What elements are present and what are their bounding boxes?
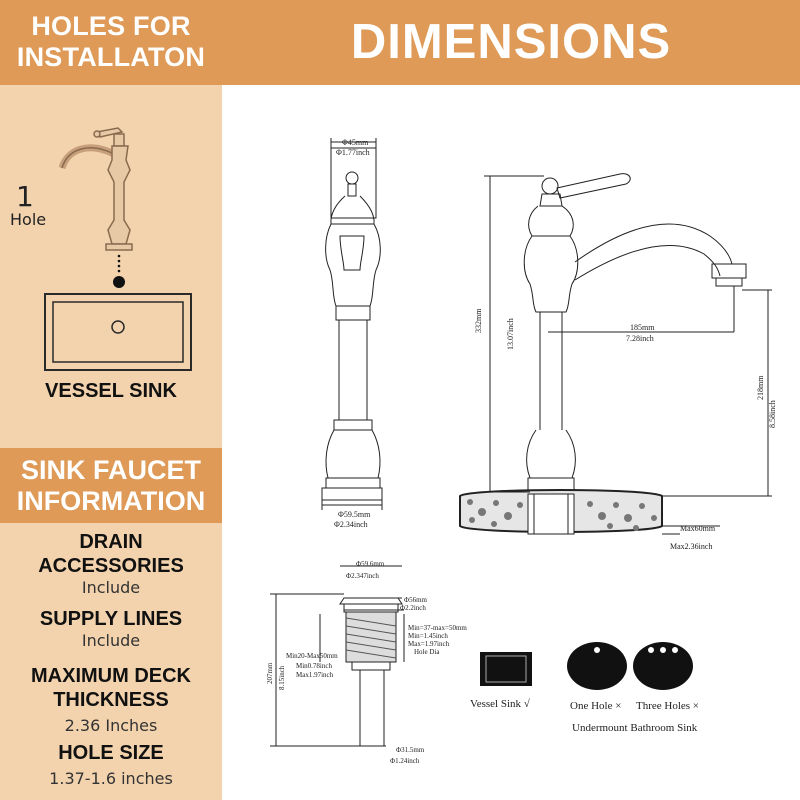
dimensions-title: DIMENSIONS — [222, 0, 800, 85]
drain-range-right-1: Min=37-max=50mm — [408, 624, 467, 632]
info-header: SINK FAUCET INFORMATION — [0, 448, 222, 523]
drain-range-left-2: Min0.78inch — [296, 662, 332, 670]
drain-label-line2: ACCESSORIES — [38, 555, 184, 577]
hole-size-info: HOLE SIZE 1.37-1.6 inches — [0, 741, 222, 788]
side-height-mm: 332mm — [474, 308, 483, 333]
one-hole-sink-icon — [567, 642, 627, 690]
spout-height-in: 8.58inch — [768, 400, 777, 428]
hole-count: 1 — [16, 180, 34, 213]
front-top-mm: Φ45mm — [342, 138, 369, 147]
supply-value: Include — [81, 631, 141, 650]
drain-range-right-2: Min=1.45inch — [408, 632, 448, 640]
three-holes-compat-label: Three Holes × — [636, 700, 700, 712]
front-base-in: Φ2.34inch — [334, 520, 368, 529]
supply-label: SUPPLY LINES — [39, 608, 183, 630]
front-top-in: Φ1.77inch — [336, 148, 370, 157]
drain-value: Include — [81, 578, 141, 597]
hole-label: Hole — [10, 210, 47, 229]
drain-top-mm: Φ59.6mm — [356, 560, 385, 568]
hole-size-label: HOLE SIZE — [58, 742, 164, 764]
reach-mm: 185mm — [630, 323, 655, 332]
supply-info: SUPPLY LINES Include — [0, 607, 222, 650]
drain-neck-mm: Φ56mm — [404, 596, 428, 604]
vessel-sink-icon — [480, 652, 532, 686]
drain-label-line1: DRAIN — [79, 531, 143, 553]
drain-neck-in: Φ2.2inch — [400, 604, 426, 612]
drain-range-right-3: Max=1.97inch — [408, 640, 450, 648]
drain-top-in: Φ2.347inch — [346, 572, 379, 580]
reach-in: 7.28inch — [626, 334, 654, 343]
faucet-illustration-icon — [44, 127, 192, 371]
drain-range-right-4: Hole Dia — [414, 648, 440, 656]
deck-value: 2.36 Inches — [64, 716, 158, 735]
one-hole-compat-label: One Hole × — [570, 700, 622, 712]
holes-header-line2: INSTALLATON — [16, 42, 206, 72]
left-panel: HOLES FOR INSTALLATON 1 Hole VESSEL SIN — [0, 0, 222, 800]
vessel-sink-label: VESSEL SINK — [45, 380, 177, 402]
drain-height-mm: 207mm — [266, 662, 274, 684]
deck-info: MAXIMUM DECK THICKNESS 2.36 Inches — [0, 664, 222, 735]
holes-header-line1: HOLES FOR — [31, 11, 191, 41]
drain-range-left-3: Max1.97inch — [296, 671, 334, 679]
deck-label-line1: MAXIMUM DECK — [31, 665, 191, 687]
three-holes-sink-icon — [633, 642, 693, 690]
info-header-line2: INFORMATION — [16, 486, 206, 516]
deck-label-line2: THICKNESS — [53, 689, 169, 711]
info-header-line1: SINK FAUCET — [20, 455, 201, 485]
deck-max-mm: Max60mm — [680, 524, 716, 533]
drain-range-left-1: Min20-Max50mm — [286, 652, 338, 660]
holes-header: HOLES FOR INSTALLATON — [0, 0, 222, 85]
undermount-label: Undermount Bathroom Sink — [572, 722, 698, 734]
deck-max-in: Max2.36inch — [670, 542, 713, 551]
side-height-in: 13.07inch — [506, 318, 515, 350]
hole-size-value: 1.37-1.6 inches — [49, 769, 173, 788]
drain-info: DRAIN ACCESSORIES Include — [0, 530, 222, 597]
spout-height-mm: 218mm — [756, 375, 765, 400]
front-base-mm: Φ59.5mm — [338, 510, 371, 519]
drain-bottom-in: Φ1.24inch — [390, 757, 420, 765]
drain-height-in: 8.15inch — [278, 665, 286, 690]
vessel-compat-label: Vessel Sink √ — [470, 698, 530, 710]
drain-bottom-mm: Φ31.5mm — [396, 746, 425, 754]
